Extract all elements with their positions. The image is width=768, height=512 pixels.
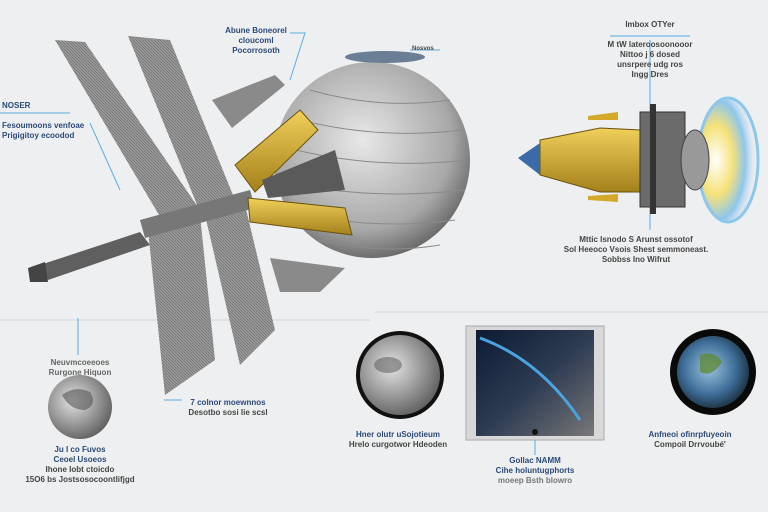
label-line: Nittoo j 6 dosed bbox=[619, 50, 680, 59]
label-line: Prigigitoy ecoodod bbox=[2, 131, 75, 140]
label-left-heading: NOSER bbox=[2, 101, 31, 110]
label-line: M tW lateroosoonooor bbox=[607, 40, 693, 49]
label-line: moeep Bsth blowro bbox=[497, 476, 573, 485]
label-line: Neuvmcoeeoes bbox=[50, 358, 110, 367]
label-line: Gollac NAMM bbox=[509, 456, 561, 465]
label-line: Rurgone Hiquon bbox=[48, 368, 112, 377]
label-moon-center-caption: Hner olutr uSojotieum Hrelo curgotwor Hd… bbox=[349, 430, 447, 450]
label-line: Ju I co Fuvos bbox=[54, 445, 106, 454]
engine-illustration bbox=[518, 96, 760, 224]
label-moon-left-top: Neuvmcoeeoes Rurgone Hiquon bbox=[49, 358, 112, 378]
label-line: unsrpere udg ros bbox=[617, 60, 683, 69]
label-line: Fesoumoons venfoae bbox=[2, 121, 85, 130]
label-line: Hrelo curgotwor Hdeoden bbox=[348, 440, 448, 449]
label-right-heading: Imbox OTYer bbox=[625, 20, 675, 29]
label-line: Ceoel Usoeos bbox=[53, 455, 107, 464]
label-line: Ingg Dres bbox=[631, 70, 669, 79]
label-right-body: M tW lateroosoonooor Nittoo j 6 dosed un… bbox=[608, 40, 693, 80]
label-line: Ihone Iobt ctoicdo bbox=[45, 465, 115, 474]
label-line: Sobbss Ino Wifrut bbox=[601, 255, 671, 264]
label-line: Pocorrosoth bbox=[232, 46, 280, 55]
label-moon-left-bottom: Ju I co Fuvos Ceoel Usoeos Ihone Iobt ct… bbox=[25, 445, 134, 485]
label-line: 7 colnor moewnnos bbox=[190, 398, 266, 407]
label-panel-caption: 7 colnor moewnnos Desotbo sosi lie scsl bbox=[188, 398, 267, 418]
earth-orbit-screen bbox=[465, 325, 605, 441]
label-line: Anfneoi ofinrpfuyeoin bbox=[648, 430, 732, 439]
label-sphere-top: Nosvos bbox=[412, 46, 434, 52]
label-line: Cihe holuntugphorts bbox=[495, 466, 575, 475]
label-left-body: Fesoumoons venfoae Prigigitoy ecoodod bbox=[2, 121, 84, 141]
label-line: cloucoml bbox=[238, 36, 274, 45]
label-line: Mttic Isnodo S Arunst ossotof bbox=[579, 235, 693, 244]
solar-panels bbox=[28, 36, 345, 395]
label-screen-caption: Gollac NAMM Cihe holuntugphorts moeep Bs… bbox=[496, 456, 575, 486]
label-line: Desotbo sosi lie scsl bbox=[188, 408, 268, 417]
label-engine-caption: Mttic Isnodo S Arunst ossotof Sol Heeoco… bbox=[564, 235, 709, 265]
label-line: Hner olutr uSojotieum bbox=[355, 430, 440, 439]
label-line: Abune Boneorel bbox=[225, 26, 287, 35]
label-line: Compoil Drrvoubé' bbox=[654, 440, 726, 449]
gold-arms bbox=[234, 109, 353, 236]
label-top-center: Abune Boneorel cloucoml Pocorrosoth bbox=[225, 26, 287, 56]
label-earth-caption: Anfneoi ofinrpfuyeoin Compoil Drrvoubé' bbox=[648, 430, 731, 450]
label-line: Sol Heeoco Vsois Shest semmoneast. bbox=[563, 245, 709, 254]
label-line: 15O6 bs Jostsosocoontlifjgd bbox=[25, 475, 135, 484]
